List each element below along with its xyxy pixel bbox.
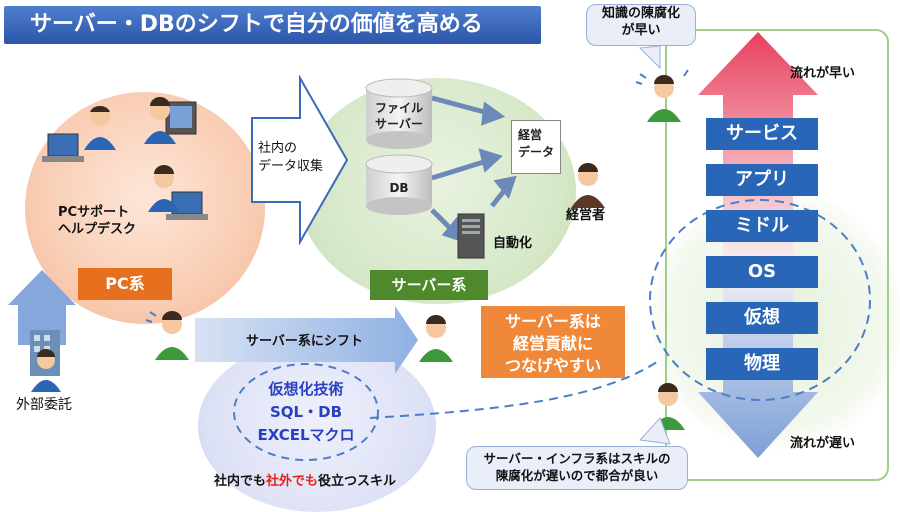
- caption-suffix: 役立つスキル: [318, 474, 397, 489]
- collect-arrow-text: 社内の データ収集: [258, 140, 323, 176]
- automation-label: 自動化: [493, 236, 533, 251]
- pc-desc-line1: PCサポート: [58, 205, 130, 220]
- bubble-bottom-line2: 陳腐化が遅いので都合が良い: [495, 468, 659, 483]
- skills-dashed-ellipse: [233, 363, 379, 461]
- person-worried-pc: [145, 311, 189, 360]
- pc-desc-line2: ヘルプデスク: [58, 222, 137, 237]
- layer-os: OS: [706, 256, 818, 288]
- person-pc-2: [144, 97, 176, 144]
- server-category-label: サーバー系: [370, 270, 488, 300]
- skill-virtualization: 仮想化技術: [268, 380, 344, 398]
- skill-caption: 社内でも社外でも役立つスキル: [214, 470, 396, 489]
- shift-arrow: [195, 306, 418, 374]
- person-shifted: [419, 315, 453, 362]
- caption-highlight: 社外でも: [266, 474, 319, 489]
- bubble-infra-slow: サーバー・インフラ系はスキルの 陳腐化が遅いので都合が良い: [466, 446, 688, 490]
- outsource-label: 外部委託: [16, 397, 72, 413]
- connector-dashed-curve: [369, 359, 661, 419]
- shift-label: サーバー系にシフト: [246, 334, 363, 349]
- pc-description: PCサポート ヘルプデスク: [58, 204, 136, 238]
- caption-prefix: 社内でも: [214, 474, 267, 489]
- outsource-arrow: [8, 270, 76, 345]
- manager-label: 経営者: [566, 208, 606, 223]
- speed-fast-label: 流れが早い: [790, 66, 856, 81]
- bubble-top-line1: 知識の陳腐化: [601, 6, 680, 21]
- db-label: DB: [389, 181, 409, 195]
- report-line1: 経営: [518, 128, 543, 142]
- data-flow-arrows: [430, 95, 517, 243]
- bubble-knowledge-fast: 知識の陳腐化 が早い: [586, 4, 696, 46]
- infra-panel-border: [665, 29, 889, 481]
- server-area-circle: [298, 78, 576, 304]
- person-worried-top: [635, 69, 689, 122]
- collect-line1: 社内の: [258, 141, 298, 156]
- person-manager: [571, 163, 605, 208]
- infra-dashed-ellipse: [649, 199, 871, 401]
- person-pc-3: [148, 165, 180, 212]
- laptop-icon-left: [42, 133, 84, 162]
- server-tower-icon: [457, 213, 485, 259]
- page-title: サーバー・DBのシフトで自分の価値を高める: [4, 6, 541, 44]
- bubble-bottom-line1: サーバー・インフラ系はスキルの: [483, 451, 671, 466]
- file-server-label: ファイル サーバー: [366, 100, 432, 132]
- layer-service: サービス: [706, 118, 818, 150]
- skills-list: 仮想化技術 SQL・DB EXCELマクロ: [234, 378, 378, 447]
- file-server-cylinder: [365, 78, 433, 149]
- layer-middleware: ミドル: [706, 210, 818, 242]
- server-benefit-box: サーバー系は 経営貢献に つなげやすい: [481, 306, 625, 378]
- pc-category-label: PC系: [78, 268, 172, 300]
- report-line2: データ: [518, 145, 555, 159]
- layer-app: アプリ: [706, 164, 818, 196]
- skill-excel-macro: EXCELマクロ: [257, 426, 355, 444]
- collect-line2: データ収集: [258, 159, 324, 174]
- bubble-bottom-tail: [638, 417, 671, 445]
- layer-physical: 物理: [706, 348, 818, 380]
- report-document: 経営 データ: [511, 120, 561, 174]
- benefit-line3: つなげやすい: [504, 356, 601, 375]
- benefit-line2: 経営貢献に: [512, 334, 593, 353]
- file-server-line2: サーバー: [375, 117, 423, 131]
- layer-virtual: 仮想: [706, 302, 818, 334]
- skill-sql-db: SQL・DB: [270, 403, 342, 421]
- bubble-top-tail: [638, 45, 661, 70]
- file-server-line1: ファイル: [374, 101, 423, 115]
- person-outsource: [31, 349, 61, 392]
- person-pc-1: [84, 105, 116, 150]
- db-cylinder: [365, 154, 433, 215]
- speed-slow-label: 流れが遅い: [790, 436, 856, 451]
- collect-arrow: [251, 74, 349, 246]
- bubble-top-line2: が早い: [621, 23, 661, 38]
- monitor-icon: [165, 101, 197, 135]
- benefit-line1: サーバー系は: [505, 312, 601, 331]
